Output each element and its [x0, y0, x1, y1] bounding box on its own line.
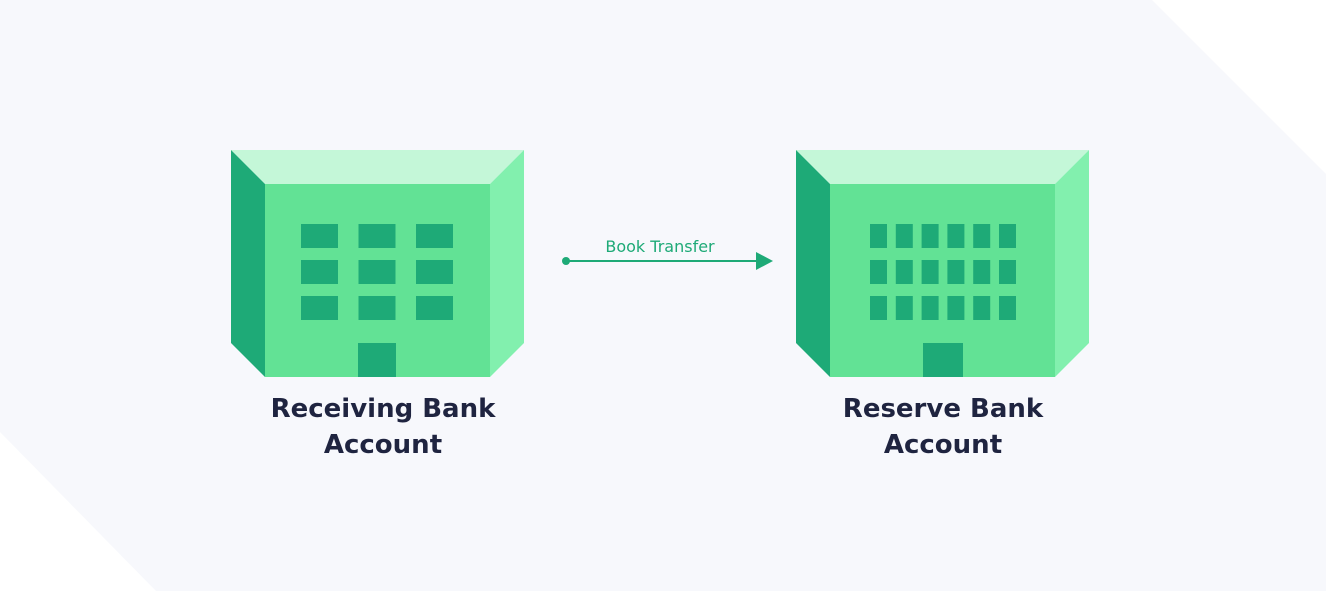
receiving-bank-building-icon: [231, 150, 524, 377]
node-label-receiving-bank-account: Receiving Bank Account: [213, 391, 553, 463]
window: [895, 296, 913, 320]
window: [416, 260, 453, 284]
building-left-face: [796, 150, 830, 377]
window: [358, 296, 396, 320]
window: [947, 260, 965, 284]
window: [416, 224, 453, 248]
building-top-face: [231, 150, 524, 184]
reserve-bank-building-icon: [796, 150, 1089, 377]
window: [921, 296, 939, 320]
building-windows: [301, 224, 453, 320]
building-door: [923, 343, 963, 377]
window: [999, 260, 1016, 284]
building-windows: [870, 224, 1016, 320]
window: [416, 296, 453, 320]
window: [947, 224, 965, 248]
window: [921, 260, 939, 284]
building-door: [358, 343, 396, 377]
window: [358, 260, 396, 284]
window: [870, 224, 887, 248]
window: [973, 260, 991, 284]
node-label-line: Receiving Bank: [270, 394, 496, 424]
book-transfer-arrow: [562, 252, 773, 270]
window: [895, 224, 913, 248]
window: [947, 296, 965, 320]
node-label-line: Account: [883, 430, 1003, 460]
window: [973, 224, 991, 248]
window: [895, 260, 913, 284]
window: [973, 296, 991, 320]
window: [301, 224, 338, 248]
building-right-face: [490, 150, 524, 377]
window: [301, 296, 338, 320]
window: [999, 296, 1016, 320]
window: [999, 224, 1016, 248]
building-right-face: [1055, 150, 1089, 377]
window: [358, 224, 396, 248]
building-left-face: [231, 150, 265, 377]
edge-label-book-transfer: Book Transfer: [605, 237, 715, 256]
node-label-line: Reserve Bank: [842, 394, 1044, 424]
node-label-line: Account: [323, 430, 443, 460]
window: [921, 224, 939, 248]
window: [870, 260, 887, 284]
node-label-reserve-bank-account: Reserve Bank Account: [773, 391, 1113, 463]
window: [301, 260, 338, 284]
building-top-face: [796, 150, 1089, 184]
window: [870, 296, 887, 320]
arrow-head: [756, 252, 773, 270]
